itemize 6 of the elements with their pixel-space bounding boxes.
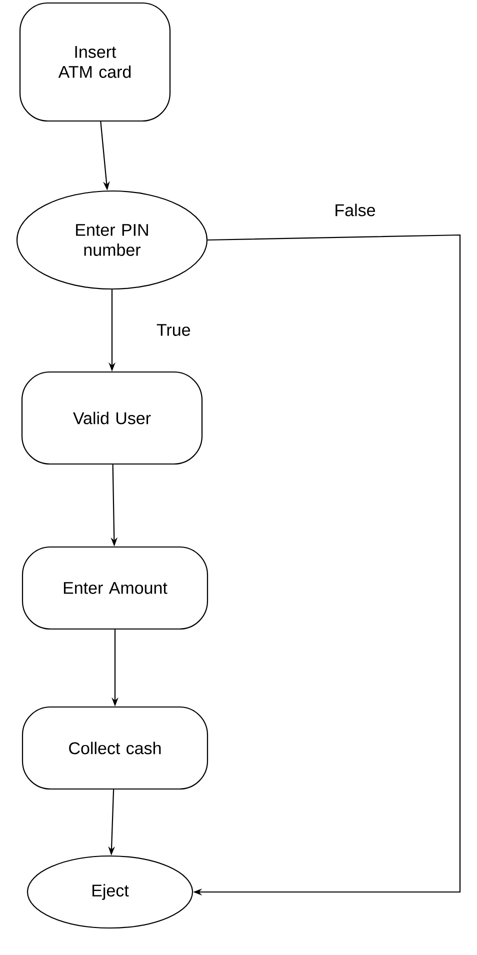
edge-label: True [155, 323, 192, 337]
process-box: Collect cash [22, 706, 208, 790]
process-box: Enter Amount [22, 546, 208, 630]
edge-label: False [333, 202, 377, 218]
process-box: Insert ATM card [19, 2, 171, 122]
process-box: Valid User [21, 371, 203, 465]
